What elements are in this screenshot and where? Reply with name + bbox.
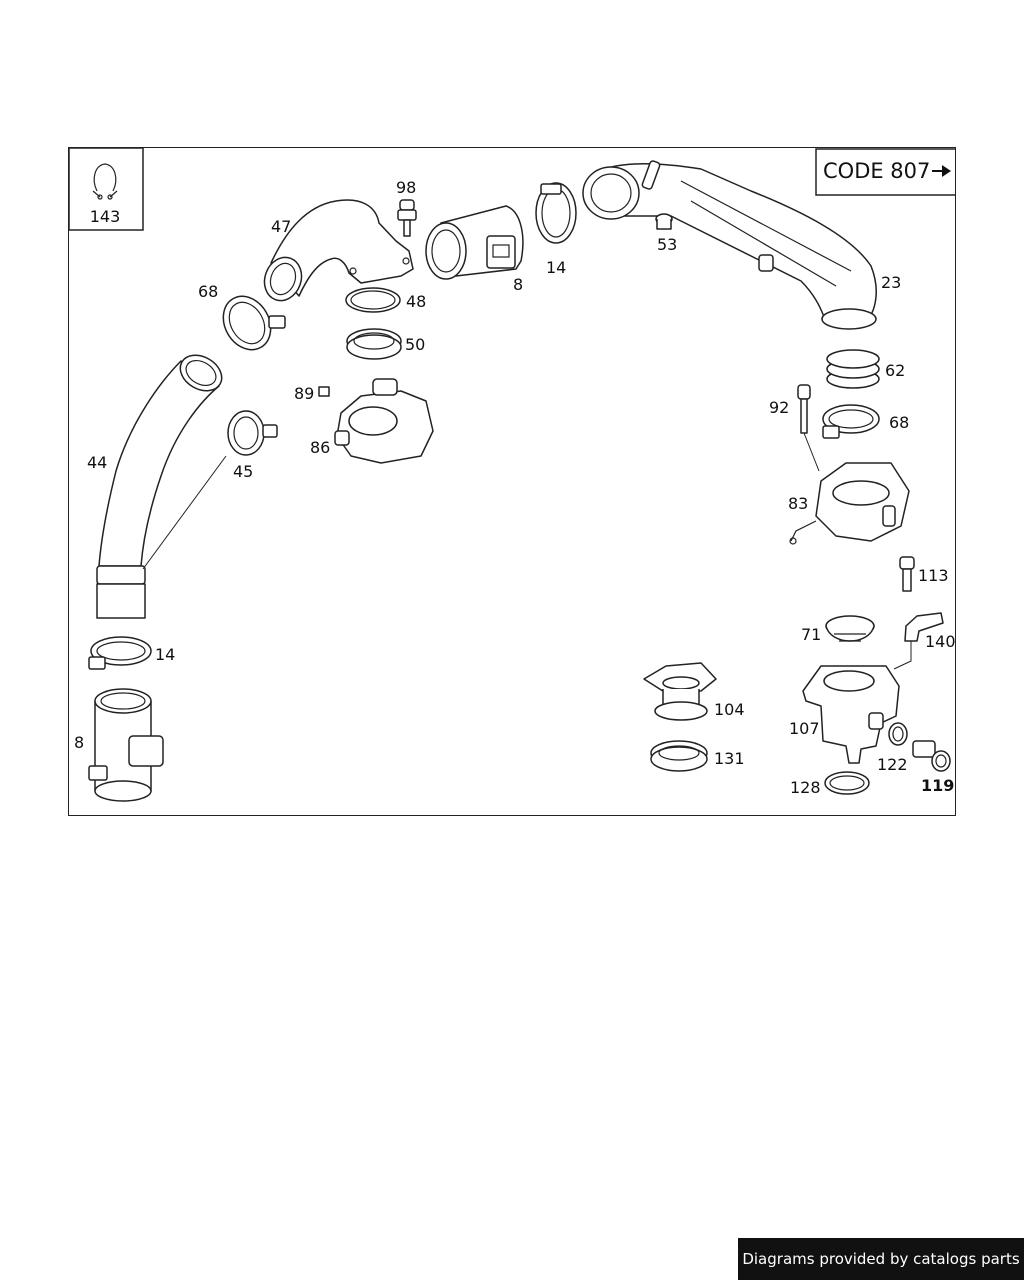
part-8-air-mass-sensor-bottom [88, 688, 164, 802]
part-119-fitting [912, 740, 951, 772]
part-92-bolt [797, 384, 820, 472]
arrow-right-icon [942, 165, 951, 177]
part-86-throttle-housing [334, 378, 434, 464]
part-98-bolt [397, 199, 417, 237]
callout-122: 122 [877, 755, 908, 774]
part-14-clamp-bottom [88, 636, 152, 670]
callout-71: 71 [801, 625, 821, 644]
clamp-clip-icon [92, 163, 118, 200]
legend-label: 143 [90, 207, 121, 226]
part-68-clamp-left [222, 295, 286, 351]
callout-86: 86 [310, 438, 330, 457]
part-122-washer [888, 722, 908, 746]
part-48-o-ring [345, 287, 401, 313]
callout-48: 48 [406, 292, 426, 311]
part-71-strainer [825, 615, 875, 642]
callout-8-bottom: 8 [74, 733, 84, 752]
callout-83: 83 [788, 494, 808, 513]
callout-14-bottom: 14 [155, 645, 175, 664]
callout-8-top: 8 [513, 275, 523, 294]
part-83-throttle-body [789, 462, 910, 545]
part-23-intake-duct [582, 160, 877, 330]
callout-23: 23 [881, 273, 901, 292]
parts-diagram: 143 CODE 807 98 47 8 14 53 23 68 48 50 8… [69, 148, 955, 802]
part-45-clamp [227, 410, 278, 456]
part-47-elbow-hose [263, 199, 414, 302]
callout-50: 50 [405, 335, 425, 354]
callout-98: 98 [396, 178, 416, 197]
footer-credit-banner: Diagrams provided by catalogs parts [738, 1238, 1024, 1280]
callout-140: 140 [925, 632, 955, 651]
part-104-flange [643, 662, 717, 721]
part-131-seal [650, 740, 708, 772]
part-128-o-ring [824, 771, 870, 795]
callout-119: 119 [921, 776, 954, 795]
part-50-seal [346, 328, 402, 360]
callout-113: 113 [918, 566, 949, 585]
code-label: CODE 807 [823, 159, 930, 183]
part-14-clamp-top [535, 182, 577, 244]
callout-107: 107 [789, 719, 820, 738]
callout-62: 62 [885, 361, 905, 380]
part-140-bracket [893, 612, 944, 670]
callout-14-top: 14 [546, 258, 566, 277]
callout-131: 131 [714, 749, 745, 768]
part-107-housing [802, 665, 900, 764]
legend-box [69, 148, 144, 231]
callout-128: 128 [790, 778, 821, 797]
callout-104: 104 [714, 700, 745, 719]
part-89-clip [318, 386, 330, 397]
part-53-plug [655, 213, 673, 230]
part-68-clamp-right [822, 404, 880, 439]
code-box [815, 148, 955, 196]
callout-45: 45 [233, 462, 253, 481]
callout-44: 44 [87, 453, 107, 472]
callout-89: 89 [294, 384, 314, 403]
callout-92: 92 [769, 398, 789, 417]
callout-47: 47 [271, 217, 291, 236]
parts-diagram-frame: 143 CODE 807 98 47 8 14 53 23 68 48 50 8… [68, 147, 956, 816]
part-8-air-mass-sensor-top [425, 205, 524, 280]
callout-68-right: 68 [889, 413, 909, 432]
part-113-bolt [899, 556, 915, 592]
part-62-bellows [826, 349, 880, 389]
part-44-hose [96, 354, 227, 619]
callout-68-left: 68 [198, 282, 218, 301]
callout-53: 53 [657, 235, 677, 254]
